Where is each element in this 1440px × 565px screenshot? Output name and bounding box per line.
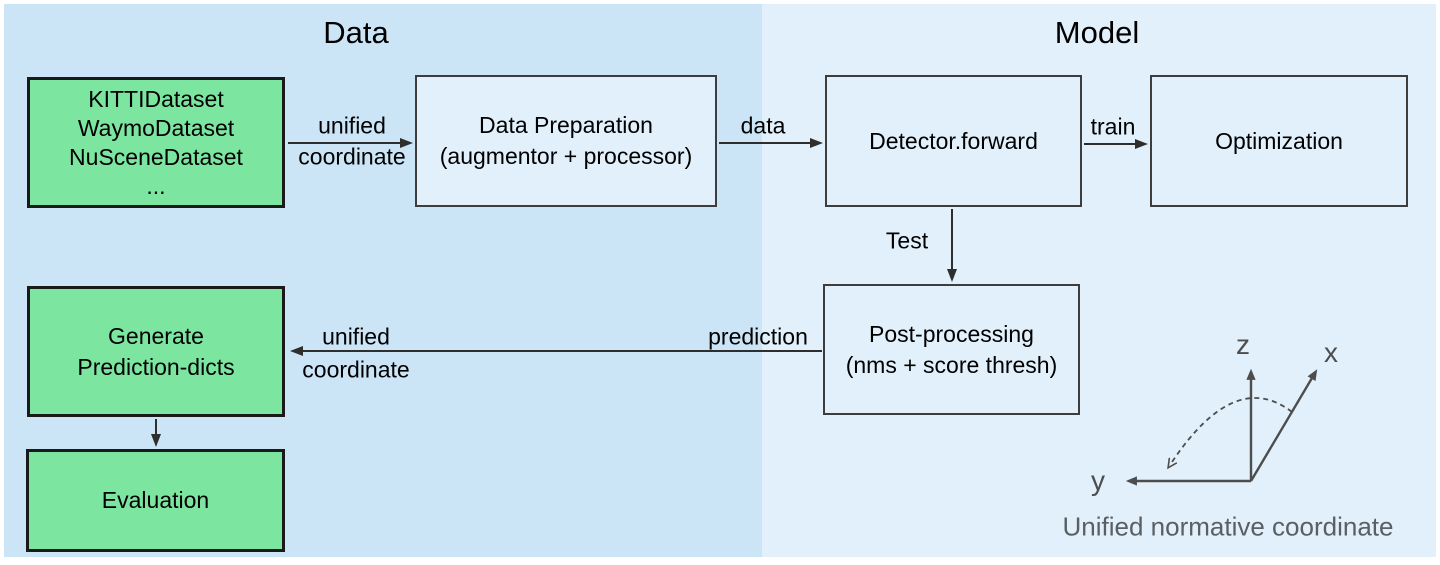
node-evaluation-label: Evaluation	[101, 487, 210, 513]
edge-label-prediction: prediction	[708, 323, 808, 350]
node-datasets-line1: KITTIDataset	[88, 85, 224, 112]
node-post-processing-line2: (nms + score thresh)	[845, 351, 1058, 378]
node-datasets: KITTIDataset WaymoDataset NuSceneDataset…	[27, 77, 285, 208]
node-datasets-line3: NuSceneDataset	[69, 143, 243, 170]
node-generate-prediction-dicts: Generate Prediction-dicts	[27, 286, 285, 417]
node-datasets-line4: ...	[146, 172, 166, 199]
node-data-preparation: Data Preparation (augmentor + processor)	[415, 75, 717, 207]
edge-label-unified-bottom: unified	[322, 323, 390, 350]
node-post-processing-line1: Post-processing	[869, 320, 1034, 347]
node-datasets-line2: WaymoDataset	[77, 114, 235, 141]
edge-label-train: train	[1090, 113, 1136, 140]
edge-label-test: Test	[885, 227, 929, 254]
edge-label-unified-top: unified	[318, 112, 386, 139]
data-section-title: Data	[323, 15, 389, 50]
node-detector-forward: Detector.forward	[825, 75, 1082, 207]
node-data-preparation-line2: (augmentor + processor)	[439, 143, 693, 169]
node-post-processing: Post-processing (nms + score thresh)	[823, 284, 1080, 415]
model-section-title: Model	[1054, 15, 1140, 50]
node-generate-line1: Generate	[108, 322, 204, 349]
x-axis-label: x	[1324, 337, 1338, 368]
node-optimization: Optimization	[1150, 75, 1408, 207]
node-detector-forward-label: Detector.forward	[869, 127, 1038, 154]
node-evaluation: Evaluation	[26, 449, 285, 552]
edge-label-data: data	[740, 112, 786, 139]
node-data-preparation-line1: Data Preparation	[479, 112, 653, 138]
z-axis-label: z	[1236, 329, 1250, 360]
y-axis-label: y	[1091, 465, 1105, 496]
coordinate-caption: Unified normative coordinate	[1062, 511, 1394, 542]
edge-label-coordinate-bottom: coordinate	[302, 356, 410, 383]
edge-label-coordinate-top: coordinate	[298, 143, 406, 170]
node-optimization-label: Optimization	[1215, 127, 1343, 154]
node-generate-line2: Prediction-dicts	[77, 353, 235, 380]
